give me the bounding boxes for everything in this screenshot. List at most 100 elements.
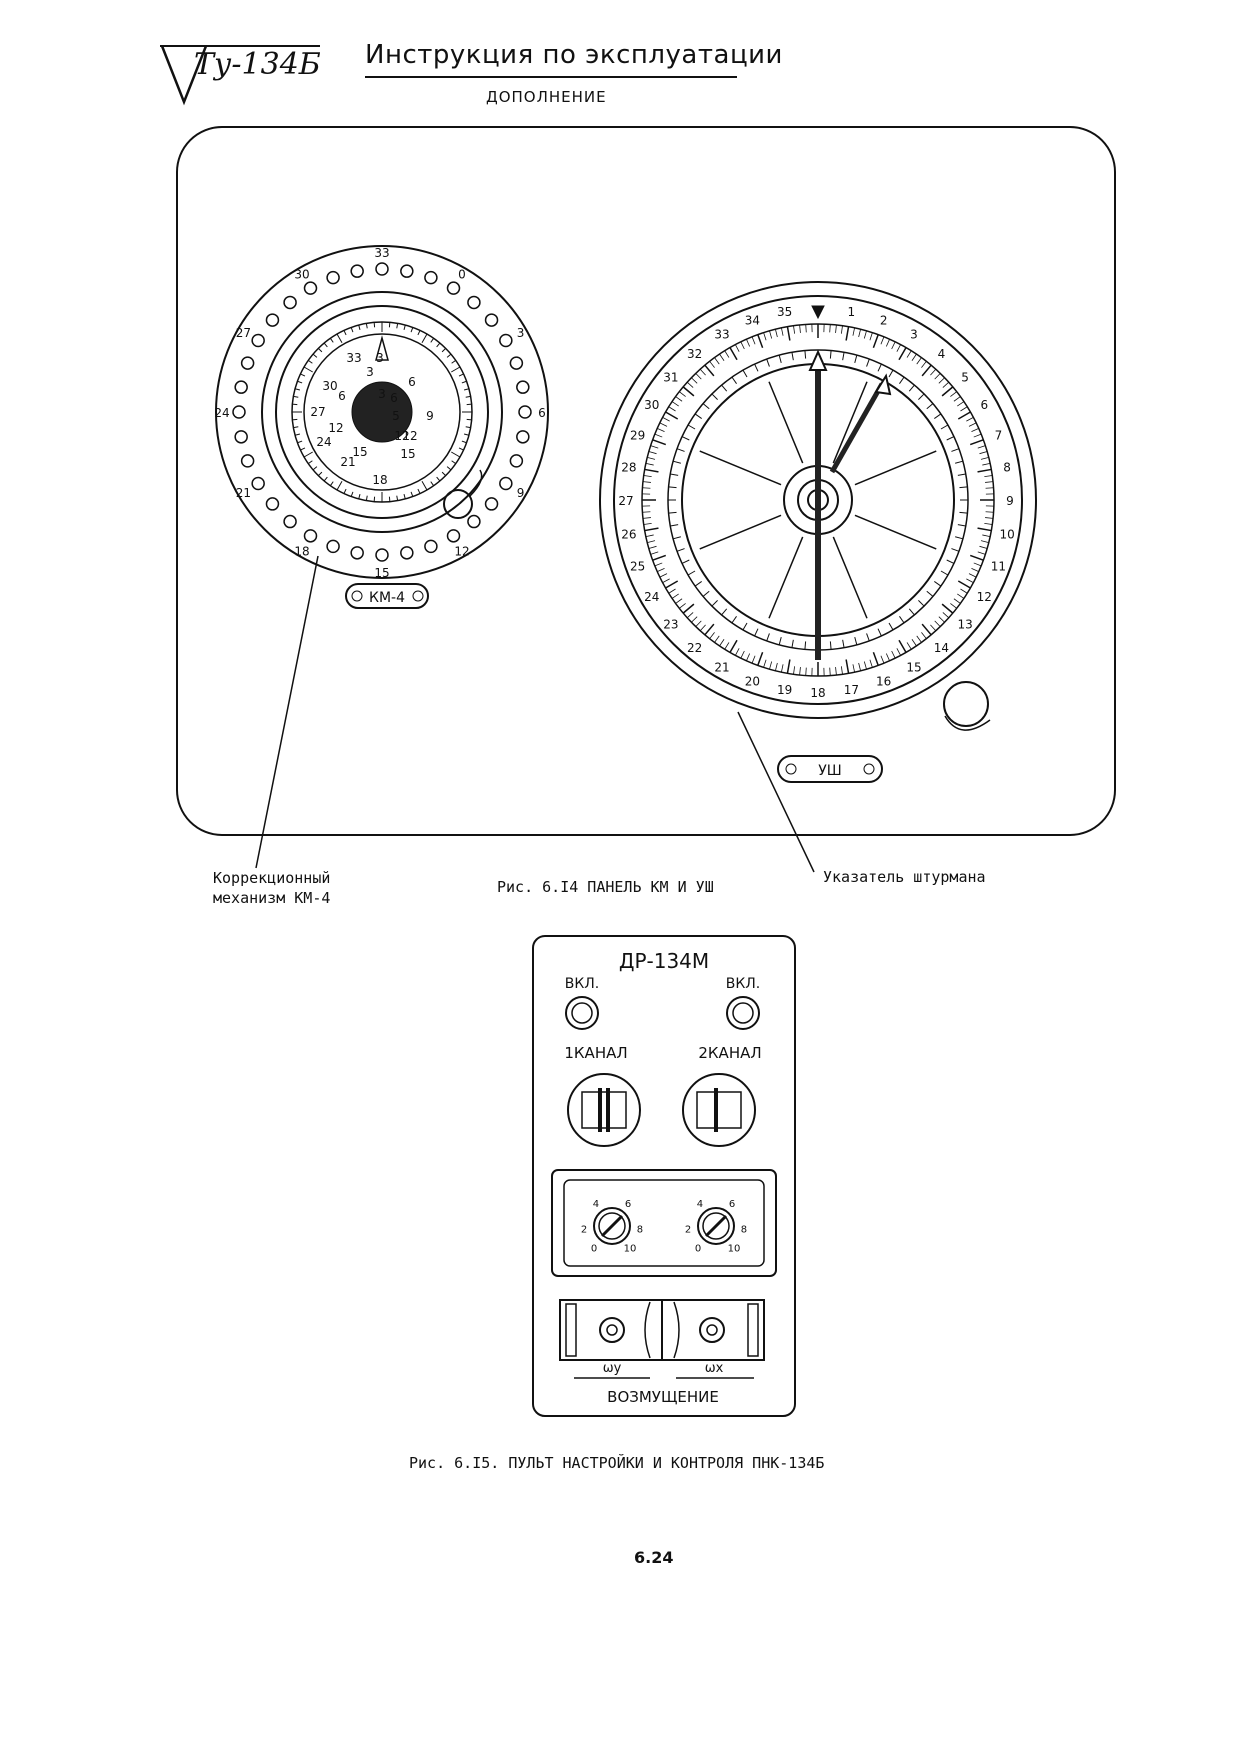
ush-scale-label: 26 [621,527,636,541]
ush-scale-tick [735,648,740,656]
ush-scale-tick [648,545,657,549]
ush-scale-tick [977,551,986,555]
ush-inner-tick [676,448,685,452]
ush-inner-tick [742,622,748,631]
km4-ring-label: 21 [236,486,251,500]
ush-scale-tick [709,632,715,639]
ush-inner-tick [946,559,955,564]
km4-dial-label: 12 [328,421,343,435]
ush-inner-tick [670,473,679,476]
ush-scale-tick [896,344,901,352]
ush-inner-tick [926,590,934,597]
km4-ring-hole [375,262,389,276]
km4-dial-label: 6 [390,391,398,405]
km4-dial-label: 3 [378,387,386,401]
ush-scale-label: 32 [687,347,702,361]
km4-dial-tick [410,327,414,333]
ush-scale-label: 20 [745,674,760,688]
ush-scale-label: 35 [777,305,792,319]
ush-inner-tick [918,600,925,607]
km4-dial-tick [303,451,313,458]
ush-scale-tick [652,554,667,561]
km4-ring-label: 30 [294,267,309,281]
ush-scale-label: 25 [630,560,645,574]
gain-knob-right-scale-label: 8 [741,1224,747,1235]
ush-inner-tick [754,363,759,372]
ush-inner-tick [778,354,782,363]
ush-scale-tick [911,639,917,647]
ush-scale-tick [885,339,890,347]
ush-scale-tick [644,468,659,473]
km4-ring-label: 12 [454,545,469,559]
km4-ring-label: 15 [374,566,389,580]
ush-scale-tick [858,329,861,338]
ush-scale-label: 9 [1006,494,1014,508]
ush-scale-tick [671,401,679,407]
km4-dial-tick [463,433,470,436]
ush-scale-tick [657,567,665,572]
km4-dial-label: 9 [426,409,434,423]
km4-dial-tick [417,488,421,494]
ush-scale-tick [938,616,945,623]
km4-dial-label: 21 [340,455,355,469]
switch-left[interactable] [565,996,599,1030]
ush-inner-tick [854,354,858,363]
km4-dial-tick [343,488,347,494]
ush-scale-tick [885,653,890,661]
km4-dial-tick [358,324,361,331]
km4-dial-tick [365,495,368,501]
km-callout-line-1: Коррекционный [213,869,331,887]
ush-inner-tick [694,581,702,587]
ush-scale-tick [679,603,686,609]
ush-scale-label: 31 [663,371,678,385]
ush-scale-tick [906,350,912,358]
ush-card-spoke [768,381,804,464]
ush-scale-tick [645,463,654,466]
ush-scale-label: 2 [880,314,888,328]
ush-inner-tick [934,581,942,587]
document-subtitle: ДОПОЛНЕНИЕ [486,88,607,106]
ush-inner-tick [766,358,770,367]
km4-dial-tick [403,324,406,331]
logo-text: Ту-134Б [194,47,320,82]
ush-scale-label: 7 [995,428,1003,442]
switch-right[interactable] [726,996,760,1030]
disturbance-label: ВОЗМУЩЕНИЕ [607,1388,719,1406]
km4-dial-tick [465,395,471,398]
km4-ring-label: 0 [458,267,466,281]
ush-scale-tick [966,417,974,422]
ush-scale-tick [662,578,670,583]
km4-dial-label: 3 [376,351,384,365]
km4-ring-hole [265,313,280,327]
km4-dial-tick [451,366,461,373]
km4-dial-label: 18 [372,473,387,487]
figure-6-14-caption: Рис. 6.I4 ПАНЕЛЬ КМ И УШ [497,878,714,896]
km4-dial-label: 6 [408,375,416,389]
ush-scale-tick [775,329,778,338]
ush-scale-tick [686,612,694,619]
gain-knob-right[interactable] [697,1207,735,1245]
channel-right-label: 2КАНАЛ [698,1044,761,1062]
ush-scale-tick [973,562,982,567]
ush-inner-tick [681,436,690,441]
ush-navigator-indicator [599,281,1037,731]
ush-scale-label: 27 [618,494,633,508]
km4-ring-hole [283,295,297,310]
km4-center-hub [351,381,413,443]
ush-scale-label: 8 [1003,461,1011,475]
ush-scale-tick [763,659,767,668]
ush-scale-tick [968,422,977,427]
ush-inner-tick [711,600,718,607]
title-underline [365,76,737,78]
gain-knob-left[interactable] [593,1207,631,1245]
km4-dial-tick [323,476,328,482]
ush-scale-tick [984,475,993,478]
ush-scale-tick [735,344,740,352]
km4-ring-hole [375,548,389,562]
ush-scale-tick [898,347,907,361]
ush-scale-tick [869,659,873,668]
ush-scale-tick [840,666,843,675]
ush-scale-tick [679,391,686,397]
ush-inner-tick [926,403,934,410]
km4-ring-hole [518,405,532,419]
